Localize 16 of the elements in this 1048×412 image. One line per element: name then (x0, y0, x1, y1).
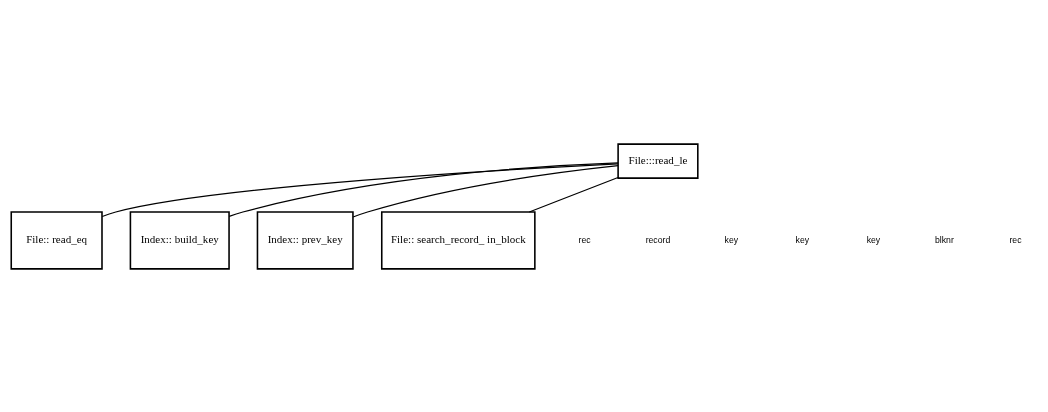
label: rec (578, 234, 591, 245)
connector (101, 162, 619, 217)
connector (528, 176, 619, 213)
connector (228, 161, 619, 217)
node-box: File:::read_le (617, 142, 699, 179)
node-box: File:: read_eq (10, 210, 103, 270)
label: blknr (935, 234, 954, 245)
node-box: Index:: prev_key (256, 210, 354, 270)
label: key (724, 234, 739, 245)
label: record (645, 234, 671, 245)
node-box: File:: search_record_ in_block (380, 210, 536, 270)
label: key (795, 234, 810, 245)
label: key (866, 234, 881, 245)
connector (352, 164, 619, 218)
node-box: Index:: build_key (129, 210, 230, 270)
label: rec (1009, 234, 1022, 245)
